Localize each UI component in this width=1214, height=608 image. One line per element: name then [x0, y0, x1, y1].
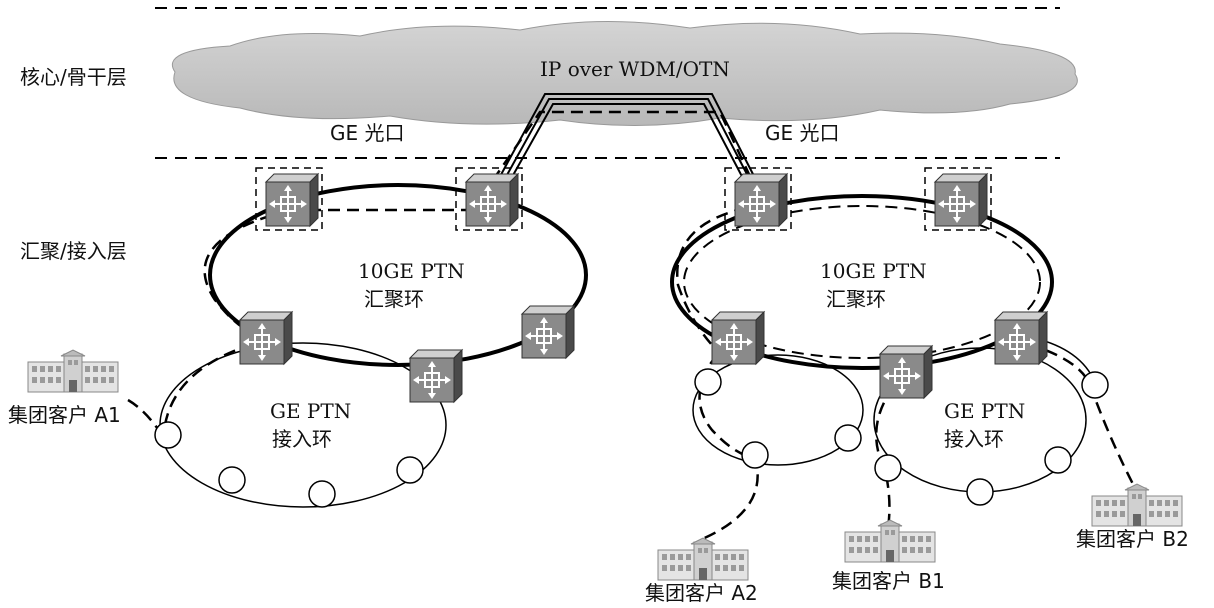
ge-port-label-right: GE 光口 [765, 121, 840, 145]
right-access-ring-sublabel: 接入环 [944, 427, 1004, 451]
right-aggregation-ring [670, 194, 1054, 370]
customer-building-icon[interactable] [27, 349, 119, 393]
router-selection-boxes [255, 167, 992, 231]
left-aggregation-ring [208, 183, 588, 367]
customer-building-icon[interactable] [844, 519, 936, 563]
ge-port-label-left: GE 光口 [330, 121, 405, 145]
access-node-icon [1081, 371, 1109, 399]
customer-building-icon[interactable] [657, 537, 749, 581]
right-outer-protection [676, 206, 747, 346]
left-aggregation-ring-label: 10GE PTN [358, 259, 465, 283]
router-icon[interactable] [239, 311, 293, 365]
core-network-label: IP over WDM/OTN [540, 57, 730, 81]
router-icon[interactable] [711, 311, 765, 365]
router-icon[interactable] [994, 311, 1048, 365]
core-uplink-links [480, 93, 762, 199]
core-cloud [171, 21, 1078, 127]
router-icon[interactable] [409, 349, 463, 403]
router-icon[interactable] [521, 305, 575, 359]
customer-a2-label: 集团客户 A2 [645, 581, 758, 605]
left-access-ring-sublabel: 接入环 [272, 427, 332, 451]
access-node-icon [308, 480, 336, 508]
access-node-icon [966, 478, 994, 506]
access-node-icon [874, 454, 902, 482]
left-protection-path [203, 208, 470, 338]
router-icon[interactable] [265, 173, 319, 227]
left-access-ring [159, 342, 447, 508]
access-node-icon [694, 368, 722, 396]
customer-b1-label: 集团客户 B1 [832, 569, 945, 593]
access-node-icon [396, 456, 424, 484]
access-node-icon [154, 421, 182, 449]
customer-a1-label: 集团客户 A1 [8, 403, 121, 427]
customer-b2-label: 集团客户 B2 [1076, 527, 1189, 551]
router-icon[interactable] [465, 173, 519, 227]
right-protection-ring [683, 205, 1041, 359]
access-node-icon [834, 424, 862, 452]
access-node-icon [1044, 446, 1072, 474]
left-access-ring-label: GE PTN [270, 399, 351, 423]
right-aggregation-ring-label: 10GE PTN [820, 259, 927, 283]
router-icon[interactable] [734, 173, 788, 227]
router-icon[interactable] [934, 173, 988, 227]
access-node-icon [218, 466, 246, 494]
router-icon[interactable] [879, 345, 933, 399]
right-access-ring-a [692, 354, 864, 466]
customer-a1-path [127, 343, 251, 433]
right-access-ring-label: GE PTN [944, 399, 1025, 423]
core-layer-label: 核心/骨干层 [20, 65, 127, 89]
customer-b2-path [1027, 342, 1137, 489]
left-aggregation-ring-sublabel: 汇聚环 [364, 287, 424, 311]
access-node-icon [741, 441, 769, 469]
right-aggregation-ring-sublabel: 汇聚环 [826, 287, 886, 311]
aggregation-layer-label: 汇聚/接入层 [20, 239, 127, 263]
access-nodes [154, 368, 1109, 508]
customer-building-icon[interactable] [1091, 483, 1183, 527]
